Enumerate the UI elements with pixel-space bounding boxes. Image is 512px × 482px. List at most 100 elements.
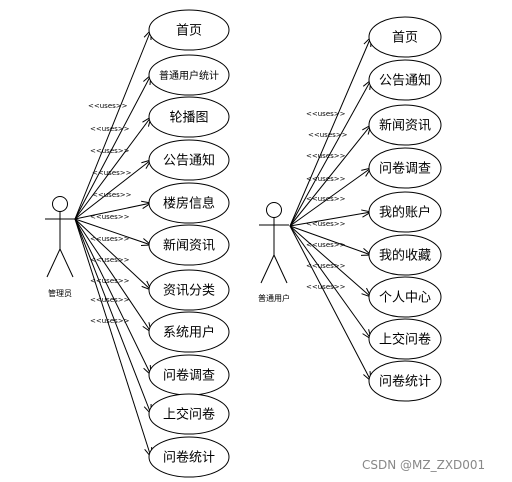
- association-line: [289, 225, 372, 256]
- use-case-label: 普通用户统计: [159, 69, 219, 82]
- actor-label: 普通用户: [258, 293, 290, 303]
- actor-left-leg: [260, 254, 275, 284]
- watermark: CSDN @MZ_ZXD001: [362, 458, 486, 472]
- association-line: [289, 79, 372, 227]
- actor-admin: 管理员: [45, 196, 75, 298]
- uses-stereotype-label: <<uses>>: [306, 152, 346, 160]
- use-case-label: 资讯分类: [163, 284, 215, 299]
- use-case-ellipse: [148, 182, 230, 224]
- use-case-label: 系统用户: [163, 325, 215, 341]
- use-case-user-8: 问卷统计: [368, 360, 442, 402]
- use-case-label: 首页: [176, 24, 202, 39]
- use-case-label: 问卷统计: [379, 374, 431, 390]
- uses-stereotype-label: <<uses>>: [90, 125, 130, 133]
- association-line: [74, 116, 152, 220]
- use-case-ellipse: [368, 147, 442, 189]
- association-line: [74, 218, 152, 376]
- uses-stereotype-label: <<uses>>: [306, 283, 346, 291]
- uses-stereotype-label: <<uses>>: [92, 191, 132, 199]
- use-case-label: 个人中心: [379, 291, 431, 306]
- use-case-user-0: 首页: [368, 16, 442, 58]
- use-case-ellipse: [368, 234, 442, 276]
- uses-stereotype-label: <<uses>>: [306, 175, 346, 183]
- use-case-label: 首页: [392, 31, 418, 46]
- use-case-ellipse: [148, 311, 230, 353]
- use-case-ellipse: [148, 269, 230, 311]
- use-case-label: 公告通知: [379, 73, 431, 89]
- association-line: [289, 225, 372, 382]
- actor-label: 管理员: [48, 288, 72, 298]
- use-case-admin-7: 系统用户: [148, 311, 230, 353]
- actor-left-leg: [46, 248, 61, 278]
- uses-stereotype-label: <<uses>>: [90, 317, 130, 325]
- actor-user: 普通用户: [258, 202, 290, 303]
- use-case-ellipse: [148, 54, 230, 96]
- association-line: [289, 167, 372, 227]
- actor-right-leg: [59, 248, 74, 278]
- uses-stereotype-label: <<uses>>: [306, 110, 346, 118]
- shapes-layer: 首页普通用户统计轮播图公告通知楼房信息新闻资讯资讯分类系统用户问卷调查上交问卷问…: [45, 9, 442, 478]
- use-case-label: 新闻资讯: [163, 238, 215, 254]
- use-case-label: 轮播图: [169, 111, 208, 126]
- use-case-ellipse: [148, 393, 230, 435]
- association-line: [289, 36, 372, 227]
- association-line: [74, 29, 152, 220]
- use-case-admin-9: 上交问卷: [148, 393, 230, 435]
- association-line: [74, 74, 152, 220]
- use-case-label: 问卷统计: [163, 450, 215, 466]
- uses-stereotype-label: <<uses>>: [306, 262, 346, 270]
- association-line: [289, 225, 372, 298]
- use-case-label: 上交问卷: [163, 407, 215, 423]
- association-line: [74, 218, 152, 415]
- use-case-label: 公告通知: [163, 153, 215, 169]
- uses-stereotype-label: <<uses>>: [306, 220, 346, 228]
- use-case-ellipse: [148, 9, 230, 51]
- association-line: [74, 218, 152, 458]
- use-case-label: 楼房信息: [163, 196, 215, 212]
- use-case-label: 我的收藏: [379, 248, 431, 264]
- use-case-user-3: 问卷调查: [368, 147, 442, 189]
- association-line: [74, 218, 152, 246]
- uses-stereotype-label: <<uses>>: [90, 235, 130, 243]
- use-case-admin-5: 新闻资讯: [148, 224, 230, 266]
- use-case-admin-2: 轮播图: [148, 96, 230, 138]
- uses-stereotype-label: <<uses>>: [90, 256, 130, 264]
- use-case-user-5: 我的收藏: [368, 234, 442, 276]
- use-case-admin-1: 普通用户统计: [148, 54, 230, 96]
- use-case-ellipse: [148, 436, 230, 478]
- use-case-label: 问卷调查: [163, 368, 215, 384]
- association-line: [74, 218, 152, 333]
- use-case-label: 问卷调查: [379, 161, 431, 177]
- use-case-ellipse: [148, 96, 230, 138]
- use-case-user-4: 我的账户: [368, 191, 442, 233]
- use-case-user-7: 上交问卷: [368, 318, 442, 360]
- use-case-admin-10: 问卷统计: [148, 436, 230, 478]
- use-case-admin-6: 资讯分类: [148, 269, 230, 311]
- use-case-ellipse: [368, 59, 442, 101]
- use-case-admin-0: 首页: [148, 9, 230, 51]
- use-case-admin-4: 楼房信息: [148, 182, 230, 224]
- association-line: [289, 225, 372, 340]
- uses-stereotype-label: <<uses>>: [88, 102, 128, 110]
- use-case-ellipse: [368, 360, 442, 402]
- uses-stereotype-label: <<uses>>: [308, 131, 348, 139]
- uses-stereotype-label: <<uses>>: [306, 241, 346, 249]
- use-case-user-2: 新闻资讯: [368, 104, 442, 146]
- use-case-ellipse: [368, 318, 442, 360]
- uses-stereotype-label: <<uses>>: [92, 169, 132, 177]
- actor-head: [266, 202, 282, 218]
- uses-stereotype-label: <<uses>>: [306, 195, 346, 203]
- use-case-label: 新闻资讯: [379, 118, 431, 134]
- association-line: [74, 202, 152, 220]
- uses-stereotype-label: <<uses>>: [90, 277, 130, 285]
- use-case-ellipse: [148, 224, 230, 266]
- association-line: [74, 218, 152, 291]
- use-case-admin-3: 公告通知: [148, 139, 230, 181]
- use-case-ellipse: [368, 16, 442, 58]
- use-case-ellipse: [368, 191, 442, 233]
- uses-stereotype-label: <<uses>>: [90, 147, 130, 155]
- actor-right-leg: [273, 254, 288, 284]
- use-case-label: 我的账户: [379, 205, 431, 221]
- use-case-ellipse: [368, 104, 442, 146]
